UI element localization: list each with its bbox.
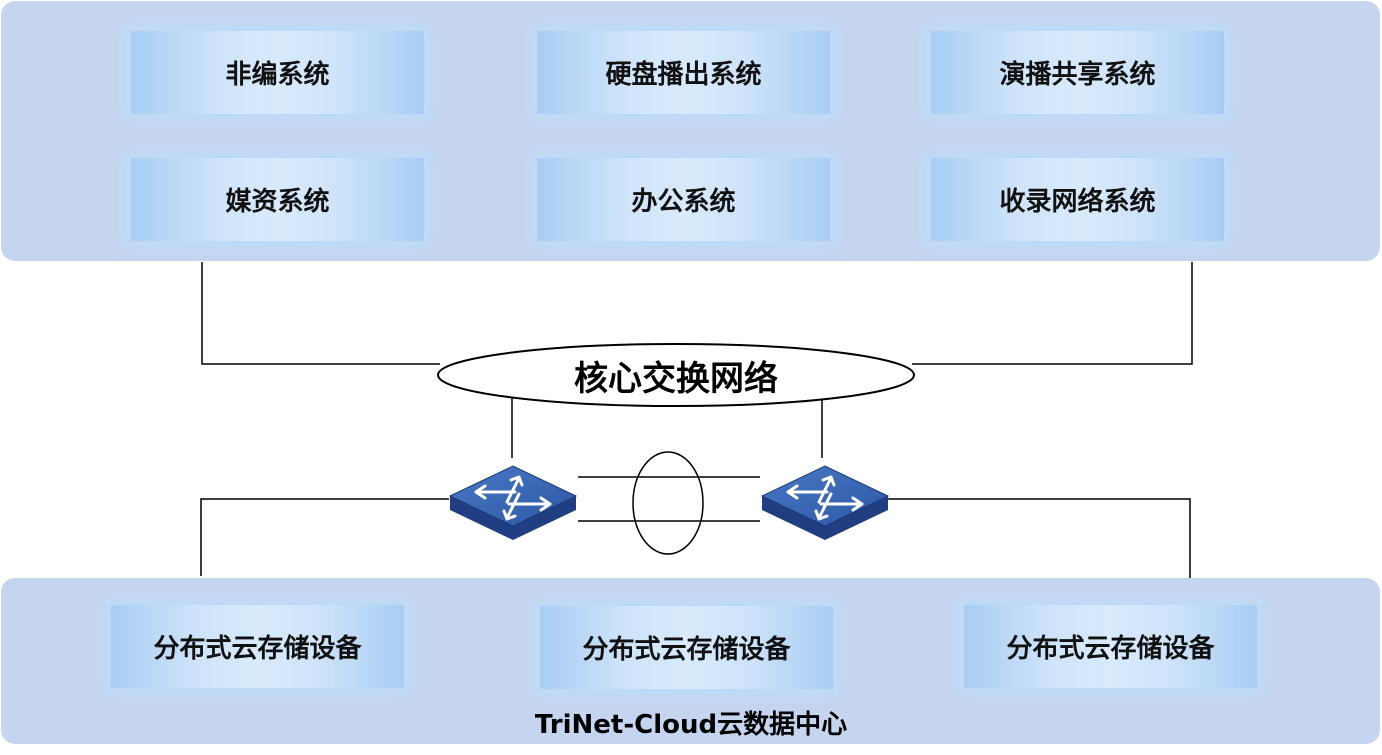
storage-box-2: 分布式云存储设备 — [540, 606, 833, 689]
storage-label: 分布式云存储设备 — [582, 635, 791, 665]
system-label: 媒资系统 — [225, 187, 330, 217]
datacenter-label: TriNet-Cloud云数据中心 — [534, 709, 848, 740]
system-label: 办公系统 — [631, 187, 736, 217]
link-aggregation-ellipse — [632, 451, 704, 555]
system-box-nonlinear-editing: 非编系统 — [131, 31, 424, 114]
system-box-media-asset: 媒资系统 — [131, 158, 424, 241]
system-label: 硬盘播出系统 — [605, 60, 762, 90]
connector-line — [201, 262, 440, 365]
core-network-ellipse — [437, 343, 915, 407]
core-network-label: 核心交换网络 — [574, 358, 778, 399]
system-label: 收录网络系统 — [999, 187, 1156, 217]
network-switch-icon — [448, 464, 578, 542]
system-box-ingest-network: 收录网络系统 — [931, 158, 1224, 241]
storage-box-1: 分布式云存储设备 — [111, 605, 404, 688]
connector-line — [200, 498, 449, 576]
network-switch-icon — [760, 464, 890, 542]
system-box-office: 办公系统 — [537, 158, 830, 241]
connector-line — [887, 498, 1191, 578]
storage-label: 分布式云存储设备 — [153, 634, 362, 664]
system-label: 演播共享系统 — [999, 60, 1156, 90]
system-label: 非编系统 — [225, 60, 330, 90]
storage-label: 分布式云存储设备 — [1006, 634, 1215, 664]
system-box-disk-playout: 硬盘播出系统 — [537, 31, 830, 114]
system-box-studio-sharing: 演播共享系统 — [931, 31, 1224, 114]
storage-box-3: 分布式云存储设备 — [964, 605, 1257, 688]
connector-line — [912, 262, 1193, 365]
